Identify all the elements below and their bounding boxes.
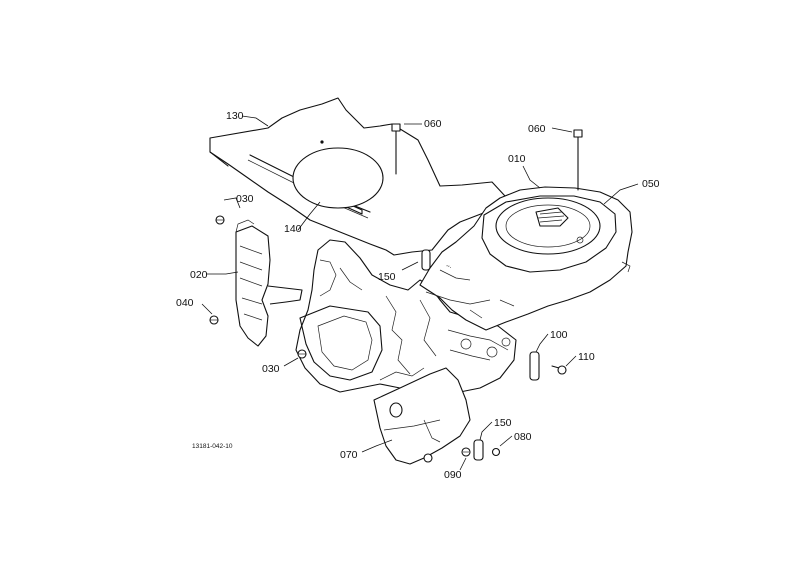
callout-090: 090	[444, 469, 462, 481]
housing-marking: ~.	[446, 263, 452, 270]
screw-080	[491, 447, 501, 457]
lower-deflector	[373, 367, 471, 465]
plate-hole	[320, 140, 324, 144]
leader-lines	[201, 115, 639, 471]
callout-110: 110	[578, 351, 595, 363]
callout-150-lower: 150	[494, 417, 512, 429]
deflector-boss	[389, 402, 403, 418]
spacer-150-lower	[473, 439, 484, 461]
side-baffle	[235, 219, 303, 347]
callout-020: 020	[190, 269, 208, 281]
callout-100: 100	[550, 329, 568, 341]
bolt-110	[551, 365, 567, 375]
shroud-opening	[292, 147, 384, 209]
screw-040	[209, 315, 219, 325]
screw-030-upper	[215, 215, 225, 225]
callout-060-left: 060	[424, 118, 442, 130]
callout-040: 040	[176, 297, 194, 309]
screw-030-lower	[297, 349, 307, 359]
drawing-number: 13181-042-10	[192, 443, 233, 450]
clip-070	[423, 453, 433, 463]
bolt-060-right	[573, 129, 583, 191]
callout-050: 050	[642, 178, 660, 190]
engine-block	[295, 239, 517, 393]
callout-030-upper: 030	[236, 193, 254, 205]
callout-070: 070	[340, 449, 358, 461]
callout-010: 010	[508, 153, 526, 165]
top-shroud-plate	[209, 97, 506, 256]
callout-130: 130	[226, 110, 244, 122]
callout-150-upper: 150	[378, 271, 396, 283]
spacer-150-upper	[421, 249, 431, 271]
bolt-060-left	[391, 123, 401, 175]
screw-090	[461, 447, 471, 457]
callout-060-right: 060	[528, 123, 546, 135]
callout-140: 140	[284, 223, 302, 235]
callout-080: 080	[514, 431, 532, 443]
pin-100	[529, 351, 540, 381]
callout-labels: 130 060 060 010 050 030 140 020 150 040 …	[176, 110, 660, 481]
blower-housing: ~.	[419, 186, 633, 331]
callout-030-lower: 030	[262, 363, 280, 375]
